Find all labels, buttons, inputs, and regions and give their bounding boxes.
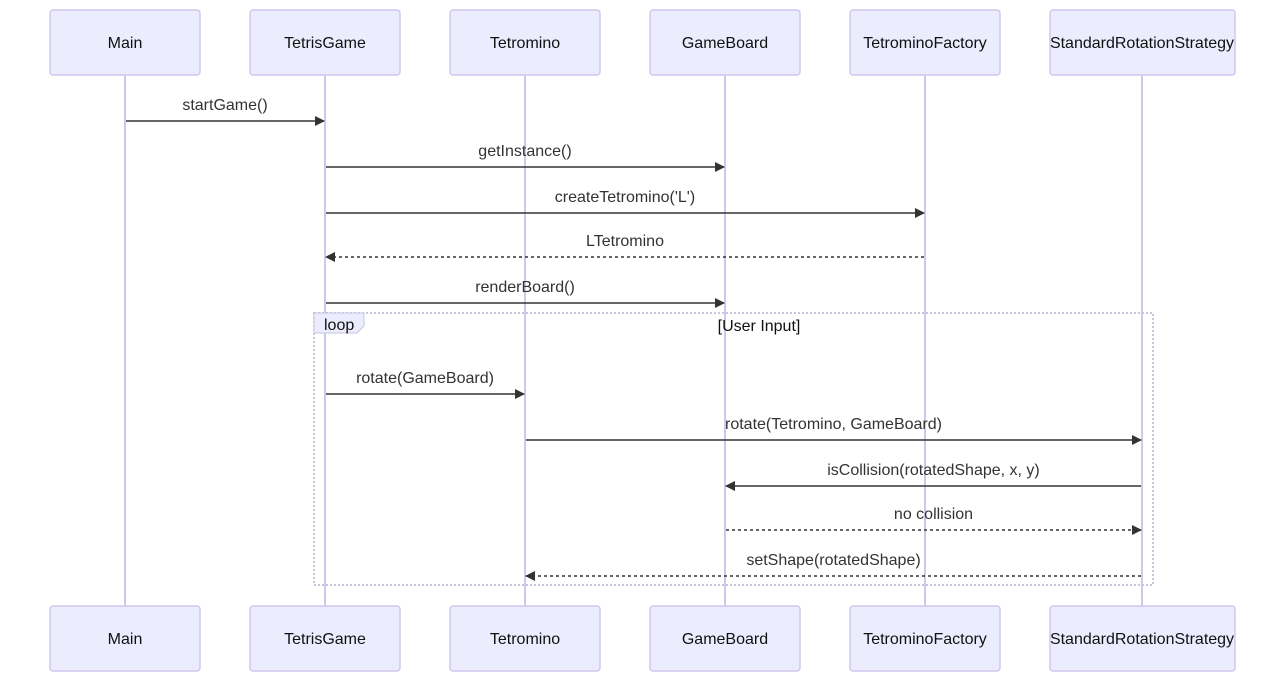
- actor-label: TetrisGame: [284, 35, 366, 52]
- message-no-collision: no collision: [726, 506, 1142, 535]
- actor-box: [449, 605, 601, 672]
- actor-main-bottom[interactable]: Main: [49, 605, 201, 672]
- actor-box: [849, 605, 1001, 672]
- actor-label: GameBoard: [682, 35, 768, 52]
- message-get-instance-: getInstance(): [326, 143, 725, 172]
- message-label: renderBoard(): [475, 279, 575, 296]
- actor-box: [49, 605, 201, 672]
- actor-label: GameBoard: [682, 631, 768, 648]
- actor-game-board-top[interactable]: GameBoard: [649, 9, 801, 76]
- actor-tetris-game-bottom[interactable]: TetrisGame: [249, 605, 401, 672]
- actor-tetromino-bottom[interactable]: Tetromino: [449, 605, 601, 672]
- actor-label: Tetromino: [490, 631, 560, 648]
- actor-label: Main: [108, 631, 143, 648]
- actor-label: StandardRotationStrategy: [1050, 35, 1234, 52]
- actor-label: TetrominoFactory: [863, 631, 987, 648]
- actor-label: TetrisGame: [284, 631, 366, 648]
- actor-box: [249, 605, 401, 672]
- message-start-game-: startGame(): [126, 97, 325, 126]
- message-label: isCollision(rotatedShape, x, y): [827, 462, 1040, 479]
- message-label: getInstance(): [478, 143, 571, 160]
- actor-label: Tetromino: [490, 35, 560, 52]
- message-label: startGame(): [182, 97, 267, 114]
- message-label: createTetromino('L'): [555, 189, 695, 206]
- message-rotate-tetromino-game-board-: rotate(Tetromino, GameBoard): [526, 416, 1142, 445]
- actor-tetromino-factory-bottom[interactable]: TetrominoFactory: [849, 605, 1001, 672]
- actor-standard-rotation-strategy-top[interactable]: StandardRotationStrategy: [1049, 9, 1236, 76]
- message-rotate-game-board-: rotate(GameBoard): [326, 370, 525, 399]
- message-label: setShape(rotatedShape): [746, 552, 920, 569]
- actor-tetris-game-top[interactable]: TetrisGame: [249, 9, 401, 76]
- loop-label: loop: [324, 317, 354, 334]
- actor-label: StandardRotationStrategy: [1050, 631, 1234, 648]
- message-label: rotate(GameBoard): [356, 370, 494, 387]
- message-set-shape-rotated-shape-: setShape(rotatedShape): [525, 552, 1141, 581]
- actor-box: [249, 9, 401, 76]
- actor-game-board-bottom[interactable]: GameBoard: [649, 605, 801, 672]
- actor-standard-rotation-strategy-bottom[interactable]: StandardRotationStrategy: [1049, 605, 1236, 672]
- actor-label: Main: [108, 35, 143, 52]
- message-label: no collision: [894, 506, 973, 523]
- actor-box: [1049, 9, 1236, 76]
- actor-label: TetrominoFactory: [863, 35, 987, 52]
- actor-box: [449, 9, 601, 76]
- message-is-collision-rotated-shape-x-y-: isCollision(rotatedShape, x, y): [725, 462, 1141, 491]
- actor-box: [649, 9, 801, 76]
- loop-frame: [313, 312, 1154, 586]
- actor-box: [1049, 605, 1236, 672]
- message-render-board-: renderBoard(): [326, 279, 725, 308]
- actor-box: [649, 605, 801, 672]
- loop-condition: [User Input]: [718, 318, 801, 335]
- message-ltetromino: LTetromino: [325, 233, 924, 262]
- loop-tab: [313, 312, 365, 334]
- actor-box: [49, 9, 201, 76]
- message-label: rotate(Tetromino, GameBoard): [725, 416, 942, 433]
- actor-main-top[interactable]: Main: [49, 9, 201, 76]
- message-create-tetromino-l-: createTetromino('L'): [326, 189, 925, 218]
- actor-box: [849, 9, 1001, 76]
- actor-tetromino-top[interactable]: Tetromino: [449, 9, 601, 76]
- message-label: LTetromino: [586, 233, 664, 250]
- actor-tetromino-factory-top[interactable]: TetrominoFactory: [849, 9, 1001, 76]
